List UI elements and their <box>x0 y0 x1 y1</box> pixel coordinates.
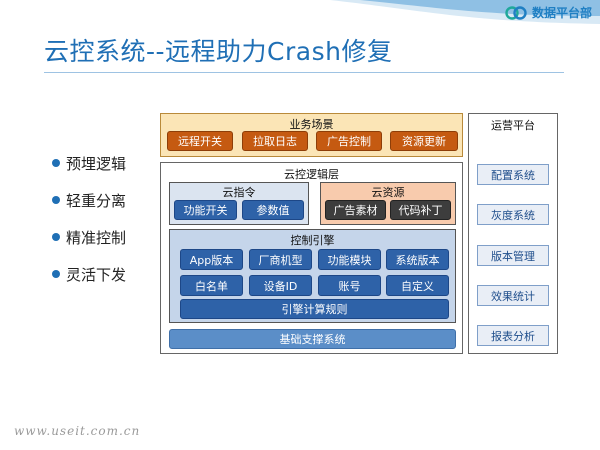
engine-vendor-model: 厂商机型 <box>249 249 312 270</box>
ops-report-analysis: 报表分析 <box>477 325 549 346</box>
engine-custom: 自定义 <box>386 275 449 296</box>
ops-effect-statistics: 效果统计 <box>477 285 549 306</box>
bullet-list: 预埋逻辑 轻重分离 精准控制 灵活下发 <box>52 152 126 300</box>
ops-platform-label: 运营平台 <box>491 119 535 132</box>
header-swoosh <box>330 0 600 24</box>
resource-ad-material: 广告素材 <box>325 200 386 220</box>
bullet-dot-icon <box>52 159 60 167</box>
business-item-ad-control: 广告控制 <box>316 131 382 151</box>
bullet-item: 精准控制 <box>52 226 126 248</box>
base-support-label: 基础支撑系统 <box>279 333 346 346</box>
brand: 数据平台部 <box>504 4 592 21</box>
business-scenario-label: 业务场景 <box>289 118 334 131</box>
directive-feature-switch: 功能开关 <box>174 200 237 220</box>
bullet-dot-icon <box>52 270 60 278</box>
bullet-item: 预埋逻辑 <box>52 152 126 174</box>
business-item-pull-log: 拉取日志 <box>242 131 308 151</box>
ops-platform-box: 运营平台 配置系统 灰度系统 版本管理 效果统计 报表分析 <box>468 113 558 354</box>
control-engine-box: 控制引擎 App版本 厂商机型 功能模块 系统版本 白名单 设备ID 账号 自定… <box>169 229 456 323</box>
bullet-item: 灵活下发 <box>52 263 126 285</box>
engine-account: 账号 <box>318 275 381 296</box>
engine-feature-module: 功能模块 <box>318 249 381 270</box>
footer-url: www.useit.com.cn <box>14 424 141 438</box>
bullet-text: 灵活下发 <box>66 265 127 284</box>
bullet-text: 精准控制 <box>66 228 127 247</box>
brand-name: 数据平台部 <box>531 6 592 20</box>
engine-os-version: 系统版本 <box>386 249 449 270</box>
engine-calculation-rules: 引擎计算规则 <box>180 299 449 319</box>
base-support-box: 基础支撑系统 <box>169 329 456 349</box>
cloud-logic-label: 云控逻辑层 <box>284 168 339 181</box>
resource-code-patch: 代码补丁 <box>390 200 451 220</box>
cloud-logic-layer: 云控逻辑层 云指令 功能开关 参数值 云资源 广告素材 代码补丁 控制引擎 Ap… <box>160 162 463 354</box>
business-scenario-box: 业务场景 远程开关 拉取日志 广告控制 资源更新 <box>160 113 463 157</box>
cloud-directive-box: 云指令 功能开关 参数值 <box>169 182 309 225</box>
bullet-item: 轻重分离 <box>52 189 126 211</box>
bullet-dot-icon <box>52 233 60 241</box>
engine-whitelist: 白名单 <box>180 275 243 296</box>
control-engine-label: 控制引擎 <box>290 234 335 247</box>
directive-param-value: 参数值 <box>242 200 304 220</box>
business-item-remote-switch: 远程开关 <box>167 131 233 151</box>
engine-app-version: App版本 <box>180 249 243 270</box>
cloud-directive-label: 云指令 <box>222 186 256 199</box>
title-divider <box>44 72 564 73</box>
bullet-text: 预埋逻辑 <box>66 154 127 173</box>
ops-config-system: 配置系统 <box>477 164 549 185</box>
bullet-dot-icon <box>52 196 60 204</box>
ops-gray-system: 灰度系统 <box>477 204 549 225</box>
cloud-resource-label: 云资源 <box>371 186 405 199</box>
bullet-text: 轻重分离 <box>66 191 127 210</box>
page-title: 云控系统--远程助力Crash修复 <box>44 37 393 66</box>
cloud-resource-box: 云资源 广告素材 代码补丁 <box>320 182 456 225</box>
engine-device-id: 设备ID <box>249 275 312 296</box>
ops-version-management: 版本管理 <box>477 245 549 266</box>
brand-logo-icon <box>505 5 527 20</box>
business-item-resource-update: 资源更新 <box>390 131 458 151</box>
